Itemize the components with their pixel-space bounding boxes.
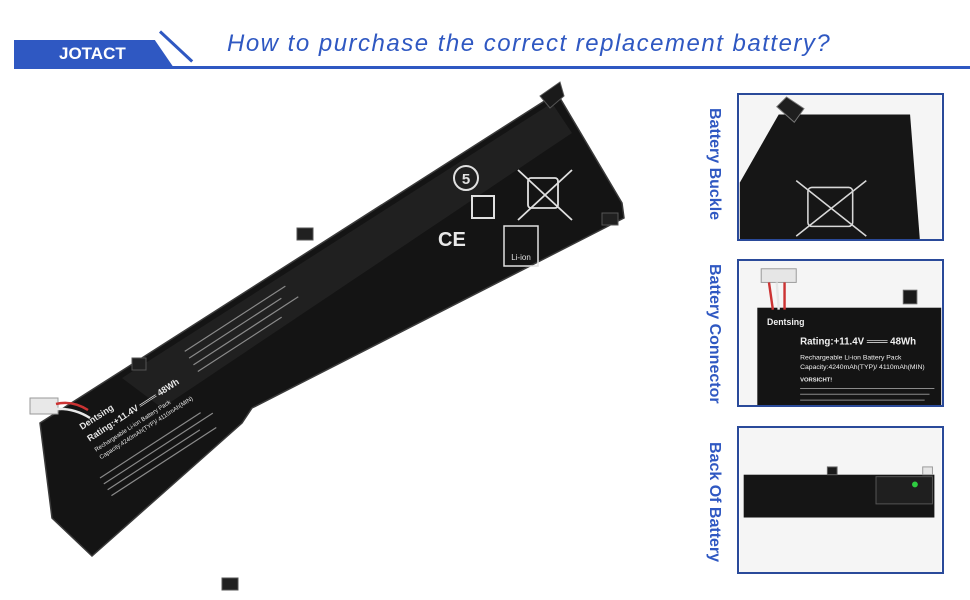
mount-tab: [131, 357, 147, 371]
connector-pack: Rechargeable Li-ion Battery Pack: [800, 354, 902, 361]
ce-mark: CE: [438, 229, 466, 251]
eco-number: 5: [462, 171, 470, 188]
panel-battery-buckle: [737, 93, 944, 241]
mount-tab: [296, 227, 314, 241]
mount-tab: [539, 81, 565, 109]
connector-plug: [760, 268, 797, 283]
battery-buckle-image: [739, 95, 942, 239]
mount-tab: [221, 577, 239, 591]
buckle-tab: [776, 96, 805, 123]
crossed-bin-icon: [795, 180, 867, 237]
connector-brand: Dentsing: [767, 317, 804, 327]
connector-capacity: Capacity:4240mAh(TYP)/ 4110mAh(MIN): [800, 364, 925, 371]
panel-label-connector: Battery Connector: [706, 264, 723, 404]
page-headline: How to purchase the correct replacement …: [227, 30, 832, 57]
connector-plug: [29, 397, 59, 415]
connector-plug: [922, 466, 933, 476]
header-underline: [14, 66, 970, 69]
brand-tab: JOTACT: [14, 40, 174, 68]
panel-label-buckle: Battery Buckle: [706, 108, 723, 221]
mount-tab: [601, 212, 619, 226]
connector-rating: Rating:+11.4V ═══ 48Wh: [800, 337, 916, 348]
header: JOTACT How to purchase the correct repla…: [0, 0, 970, 80]
li-ion-recycle-icon: [503, 225, 539, 267]
li-ion-label: Li-ion: [511, 253, 531, 262]
panel-battery-connector: Dentsing Rating:+11.4V ═══ 48Wh Recharge…: [737, 259, 944, 407]
panel-battery-back: [737, 426, 944, 574]
crossed-bin-icon: [517, 169, 573, 221]
recycle-mark-icon: [471, 195, 495, 219]
eco-icon: [453, 165, 479, 191]
panel-label-back: Back Of Battery: [706, 442, 723, 563]
connector-warning: VORSICHT!: [800, 378, 832, 384]
status-dot: [912, 481, 918, 488]
main-battery-image: 5 CE Li-ion Dentsing Rating:+11.4V ═══ 4…: [29, 81, 625, 591]
fine-print: [99, 285, 299, 497]
battery-back-image: [739, 428, 942, 572]
battery-connector-image: Dentsing Rating:+11.4V ═══ 48Wh Recharge…: [739, 261, 942, 405]
fine-print: [800, 387, 935, 401]
brand-name: JOTACT: [59, 44, 126, 63]
